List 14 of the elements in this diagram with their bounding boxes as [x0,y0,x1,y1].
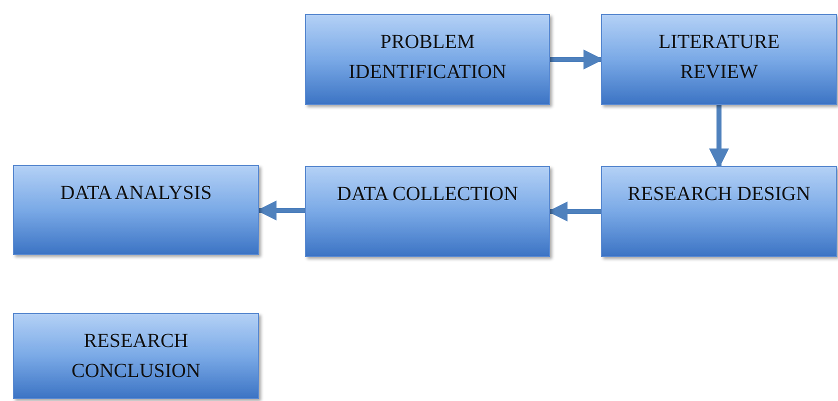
box-label: DATA COLLECTION [336,182,520,207]
box-label: RESEARCH DESIGN [626,182,812,207]
arrow [709,105,729,168]
process-box [13,313,259,399]
box-label: RESEARCH CONCLUSION [70,329,202,384]
process-box [305,14,550,105]
box-label: DATA ANALYSIS [59,181,213,206]
process-box [601,14,837,105]
box-label: LITERATURE REVIEW [657,30,781,85]
process-box [13,165,259,255]
arrow [550,50,604,70]
process-box [305,166,550,257]
box-label: PROBLEM IDENTIFICATION [348,30,508,85]
process-box [601,166,837,257]
